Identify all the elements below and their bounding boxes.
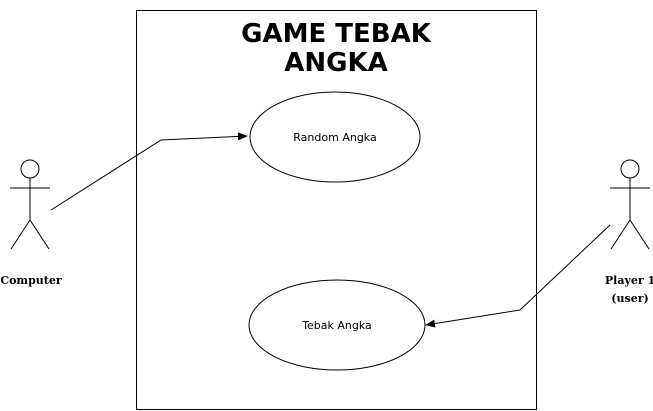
use-case-tebak-angka: [248, 279, 426, 371]
actor-player-icon: [610, 159, 650, 250]
use-case-random-angka: [249, 91, 421, 183]
actor-player-label-line2: (user): [611, 292, 648, 305]
actor-player-label-line1: Player 1: [605, 274, 653, 287]
association-player-tebak: [425, 224, 611, 328]
system-title-line2: ANGKA: [284, 48, 388, 78]
use-case-tebak-angka-label: Tebak Angka: [301, 319, 372, 332]
actor-computer-label: Computer: [0, 274, 61, 287]
use-case-random-angka-label: Random Angka: [293, 131, 376, 144]
association-computer-random: [50, 132, 248, 211]
actor-computer-icon: [10, 159, 50, 250]
system-title-line1: GAME TEBAK: [241, 19, 432, 49]
